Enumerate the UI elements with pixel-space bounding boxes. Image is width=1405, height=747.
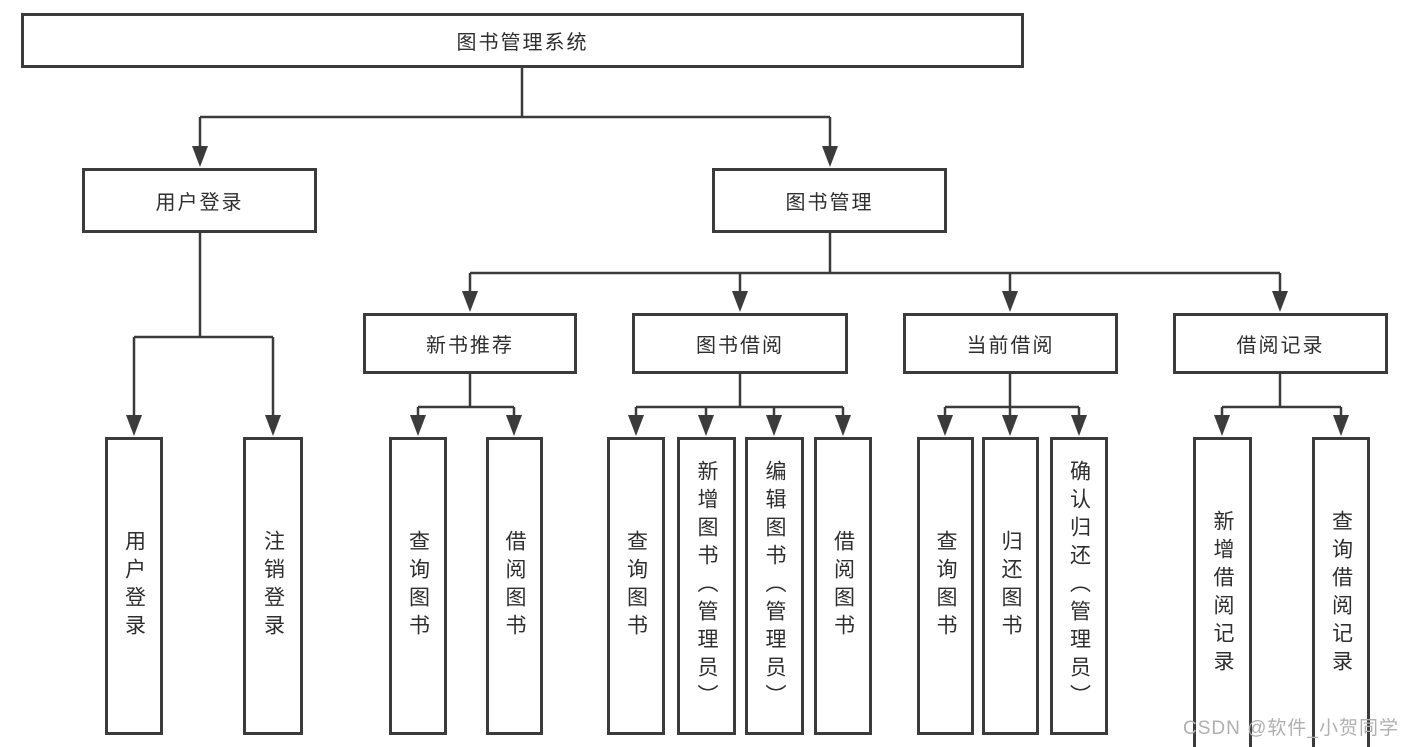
node-label: 借阅图书 bbox=[831, 530, 855, 642]
node-label: 借阅图书 bbox=[503, 530, 526, 642]
node-label: 编辑图书（管理员） bbox=[763, 460, 786, 712]
node-label: 确认归还（管理员） bbox=[1067, 460, 1091, 712]
leaf-query-borrow-record: 查询借阅记录 bbox=[1312, 437, 1370, 747]
node-label: 新增借阅记录 bbox=[1211, 510, 1234, 678]
leaf-return-books: 归还图书 bbox=[982, 437, 1039, 735]
leaf-add-books-admin: 新增图书（管理员） bbox=[677, 437, 736, 735]
node-library-management-system: 图书管理系统 bbox=[21, 13, 1024, 68]
leaf-confirm-return-admin: 确认归还（管理员） bbox=[1050, 437, 1108, 735]
leaf-query-books-recommend: 查询图书 bbox=[389, 437, 447, 735]
node-label: 新增图书（管理员） bbox=[695, 460, 718, 712]
node-label: 查询图书 bbox=[624, 530, 648, 642]
leaf-add-borrow-record: 新增借阅记录 bbox=[1193, 437, 1252, 747]
leaf-edit-books-admin: 编辑图书（管理员） bbox=[745, 437, 804, 735]
leaf-borrow-books-borrowing: 借阅图书 bbox=[814, 437, 872, 735]
node-label: 查询图书 bbox=[934, 530, 957, 642]
node-book-borrowing: 图书借阅 bbox=[632, 313, 848, 374]
node-label: 当前借阅 bbox=[966, 335, 1055, 357]
node-current-borrowing: 当前借阅 bbox=[903, 313, 1118, 374]
node-label: 注销登录 bbox=[261, 530, 285, 642]
node-label: 借阅记录 bbox=[1236, 335, 1325, 357]
node-label: 图书管理系统 bbox=[456, 32, 589, 54]
leaf-user-login: 用户登录 bbox=[105, 437, 163, 735]
leaf-logout: 注销登录 bbox=[243, 437, 303, 735]
node-label: 新书推荐 bbox=[426, 335, 514, 357]
node-label: 用户登录 bbox=[122, 530, 146, 642]
node-label: 归还图书 bbox=[999, 530, 1022, 642]
node-new-book-recommend: 新书推荐 bbox=[363, 313, 577, 374]
node-label: 图书管理 bbox=[785, 192, 874, 214]
node-book-management: 图书管理 bbox=[712, 168, 947, 233]
csdn-watermark: CSDN @软件_小贺同学 bbox=[1183, 718, 1399, 739]
leaf-borrow-books-recommend: 借阅图书 bbox=[486, 437, 543, 735]
node-label: 图书借阅 bbox=[696, 335, 784, 357]
leaf-query-books-current: 查询图书 bbox=[917, 437, 974, 735]
node-borrowing-records: 借阅记录 bbox=[1173, 313, 1388, 374]
node-label: 查询借阅记录 bbox=[1329, 510, 1353, 678]
node-label: 用户登录 bbox=[155, 192, 244, 214]
node-user-login: 用户登录 bbox=[82, 168, 317, 233]
leaf-query-books-borrowing: 查询图书 bbox=[607, 437, 665, 735]
node-label: 查询图书 bbox=[406, 530, 430, 642]
